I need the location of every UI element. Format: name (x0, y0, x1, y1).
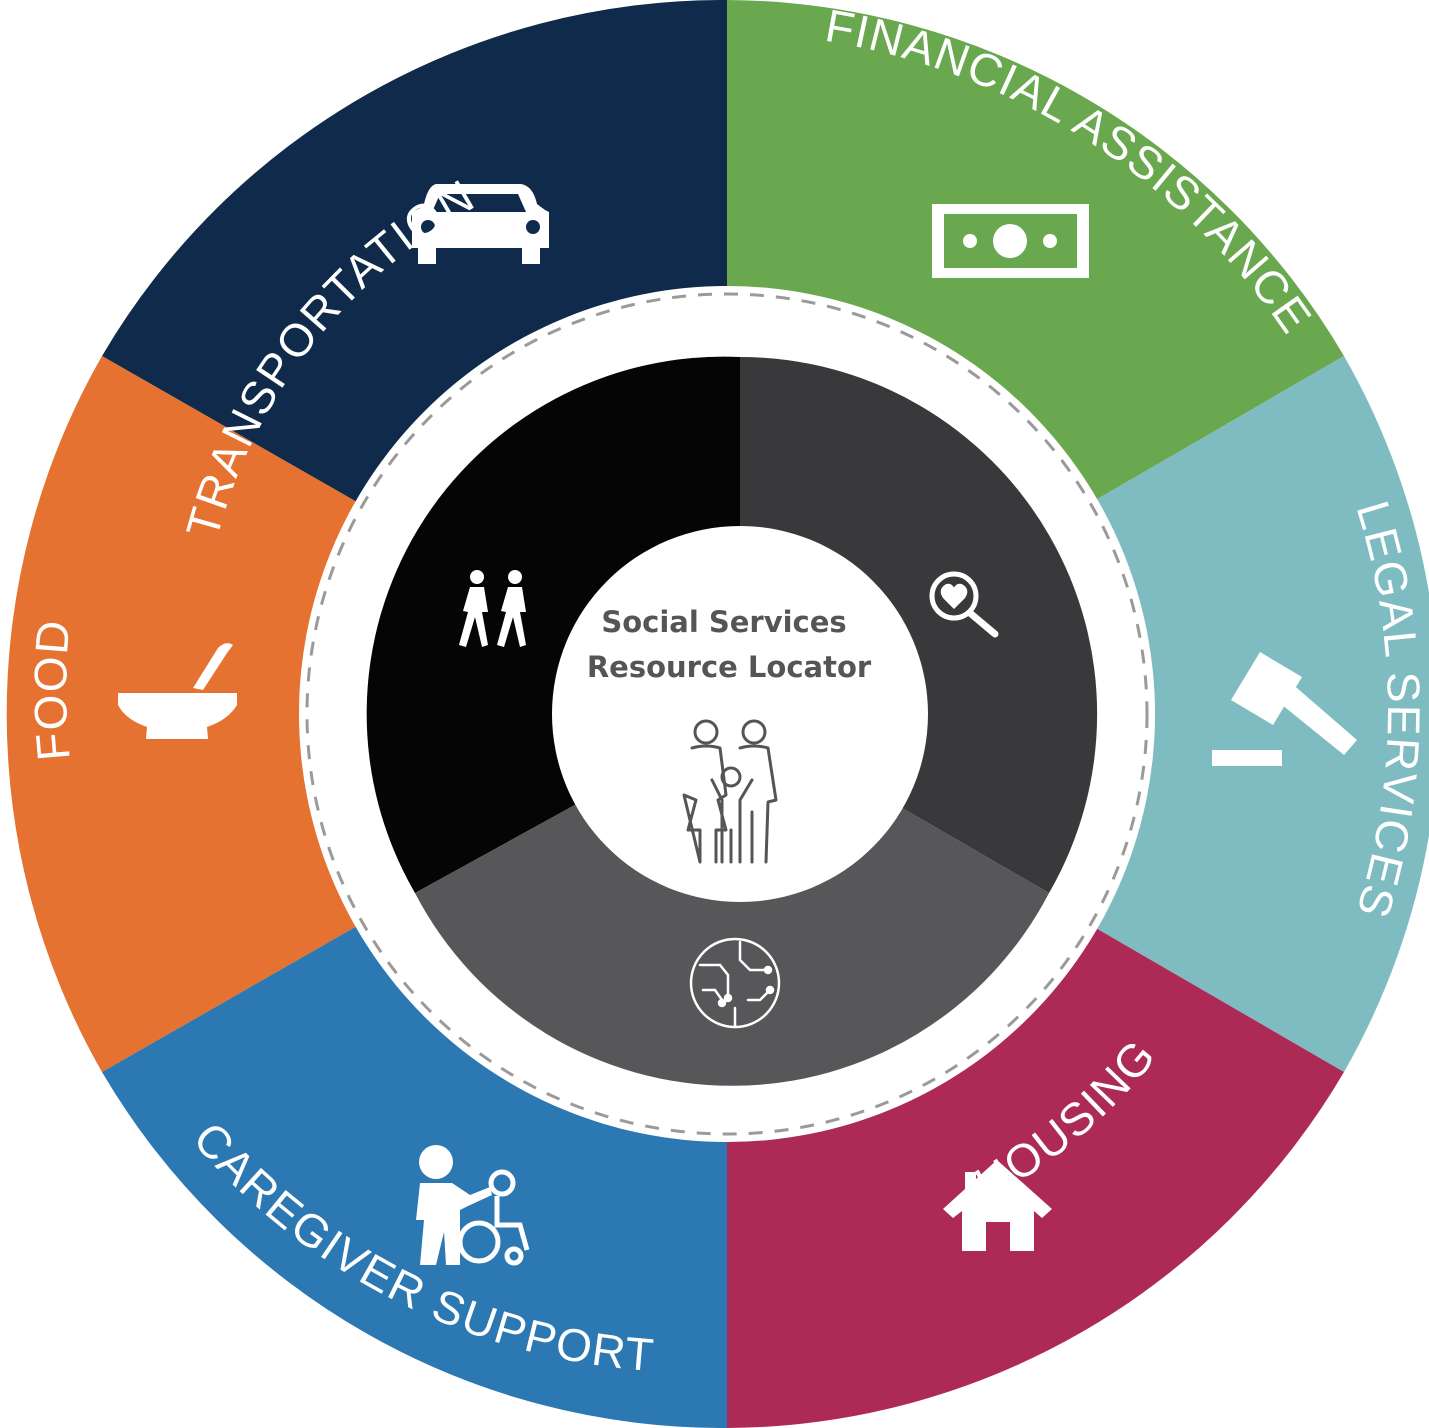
car-icon (412, 184, 549, 264)
circuit-brain-icon (689, 937, 781, 1029)
money-icon (932, 204, 1089, 278)
gavel-icon (1212, 652, 1357, 766)
house-icon (943, 1160, 1052, 1251)
dashed-ring (305, 292, 1149, 1136)
walking-people-icon (459, 570, 526, 647)
label-food: FOOD (24, 617, 80, 763)
center-title-line1: Social Services (601, 605, 846, 639)
mortar-pestle-icon (118, 643, 237, 739)
family-icon (682, 719, 778, 864)
heart-search-icon (929, 571, 999, 638)
center-circle (552, 526, 928, 902)
center-title-line2: Resource Locator (587, 650, 872, 684)
caregiver-icon (416, 1145, 530, 1266)
